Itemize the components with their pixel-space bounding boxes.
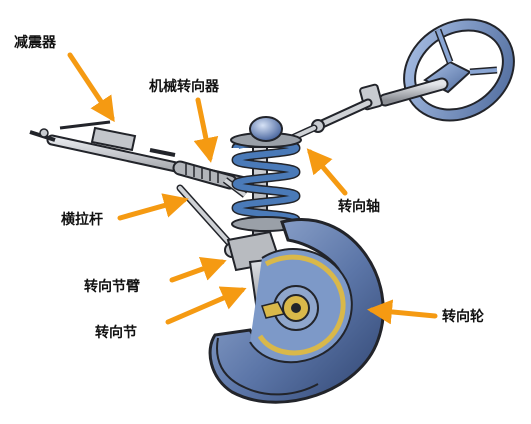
label-shock-absorber: 减震器 [14,35,56,51]
label-tie-rod: 横拉杆 [61,212,103,228]
tie-rod-arrow [117,193,189,221]
knuckle-arrow [165,286,247,325]
label-steering-wheel: 转向轮 [442,309,484,325]
callout-arrows [67,52,438,325]
steering-shaft-arrow [306,148,348,196]
knuckle-arm-arrow [169,257,227,283]
steering-rack [29,120,251,198]
label-steering-knuckle-arm: 转向节臂 [84,279,140,295]
label-steering-shaft: 转向轴 [338,199,380,215]
wheel-arrow [367,299,438,325]
steering-column [288,77,449,142]
coil-spring-icon [230,116,302,271]
shock-absorber-arrow [67,52,115,123]
steering-wheel-icon [403,18,515,122]
label-steering-knuckle: 转向节 [95,325,137,341]
steering-gear-arrow [193,97,219,163]
label-steering-gear: 机械转向器 [149,79,219,95]
